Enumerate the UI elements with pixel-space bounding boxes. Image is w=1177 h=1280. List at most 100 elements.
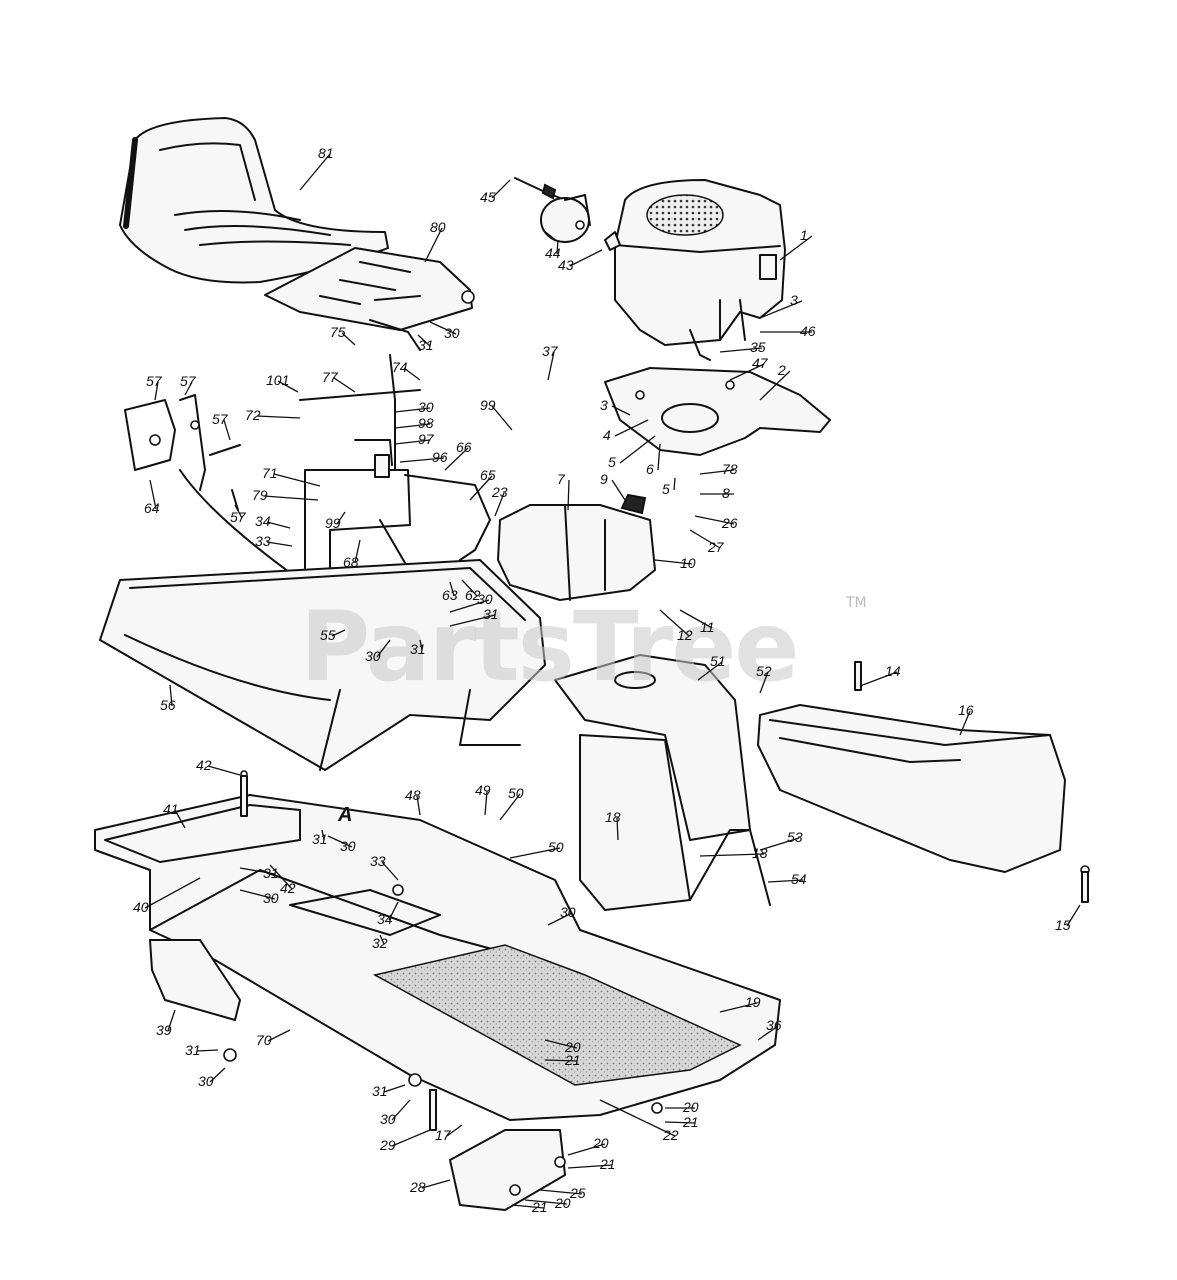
callout-64[interactable]: 64 (144, 479, 160, 516)
callout-21d[interactable]: 21 (511, 1199, 548, 1215)
callout-35[interactable]: 35 (719, 339, 766, 355)
frame-41-part[interactable] (94, 794, 781, 1121)
fuel-tank-part[interactable] (497, 493, 656, 601)
callout-26[interactable]: 26 (694, 515, 738, 531)
callout-27[interactable]: 27 (689, 529, 725, 555)
callout-37[interactable]: 37 (542, 343, 559, 381)
callout-46[interactable]: 46 (760, 323, 816, 339)
callout-45[interactable]: 45 (480, 179, 511, 205)
callout-31f[interactable]: 31 (185, 1042, 219, 1058)
callout-21a[interactable]: 21 (544, 1052, 581, 1068)
engine-part[interactable] (614, 179, 786, 361)
callout-77[interactable]: 77 (322, 369, 356, 393)
callout-31g[interactable]: 31 (372, 1083, 406, 1099)
callout-20d[interactable]: 20 (524, 1195, 571, 1211)
callout-98[interactable]: 98 (394, 415, 434, 431)
dash-tower-part[interactable] (554, 654, 771, 911)
callout-65[interactable]: 65 (469, 467, 496, 501)
callout-20b[interactable]: 20 (665, 1099, 699, 1115)
callout-2[interactable]: 2 (759, 362, 791, 401)
callout-A[interactable]: A (337, 804, 352, 826)
callout-29[interactable]: 29 (379, 1129, 431, 1153)
callout-66[interactable]: 66 (444, 439, 472, 471)
callout-14[interactable]: 14 (859, 663, 901, 687)
callout-62[interactable]: 62 (461, 579, 481, 603)
callout-5b[interactable]: 5 (662, 477, 676, 497)
callout-12[interactable]: 12 (659, 609, 693, 643)
callout-33a[interactable]: 33 (255, 533, 293, 549)
callout-55[interactable]: 55 (320, 627, 346, 643)
callout-30h[interactable]: 30 (198, 1067, 226, 1089)
callout-30c[interactable]: 30 (449, 591, 493, 613)
callout-44[interactable]: 44 (545, 239, 561, 261)
callout-78[interactable]: 78 (699, 461, 738, 477)
callout-7[interactable]: 7 (557, 471, 570, 511)
callout-1[interactable]: 1 (779, 227, 813, 261)
callout-31c[interactable]: 31 (410, 639, 426, 657)
callout-71[interactable]: 71 (262, 465, 321, 487)
callout-41[interactable]: 41 (163, 801, 186, 829)
seat-part[interactable] (119, 117, 389, 284)
callout-19[interactable]: 19 (719, 994, 761, 1013)
callout-81[interactable]: 81 (299, 145, 334, 191)
callout-56[interactable]: 56 (160, 684, 176, 713)
callout-31e[interactable]: 31 (239, 865, 279, 881)
fasteners-group[interactable] (223, 661, 1090, 1196)
callout-31b[interactable]: 31 (449, 606, 499, 627)
callout-30a[interactable]: 30 (429, 321, 460, 341)
callout-63[interactable]: 63 (442, 581, 458, 603)
callout-22[interactable]: 22 (599, 1099, 679, 1143)
callout-20a[interactable]: 20 (544, 1039, 581, 1055)
callout-57b[interactable]: 57 (180, 373, 197, 396)
callout-49[interactable]: 49 (475, 782, 491, 816)
callout-51[interactable]: 51 (697, 653, 726, 681)
callout-72[interactable]: 72 (245, 407, 301, 423)
callout-68[interactable]: 68 (343, 539, 361, 570)
callout-30d[interactable]: 30 (365, 639, 391, 664)
callout-30e[interactable]: 30 (327, 835, 356, 854)
callout-15[interactable]: 15 (1055, 904, 1081, 933)
starter-motor-part[interactable] (540, 194, 591, 243)
callout-39[interactable]: 39 (156, 1009, 176, 1038)
callout-11[interactable]: 11 (679, 609, 715, 635)
callout-8[interactable]: 8 (700, 485, 734, 501)
callout-18b[interactable]: 18 (699, 845, 768, 861)
fender-56-part[interactable] (99, 559, 546, 771)
callout-57d[interactable]: 57 (230, 504, 247, 525)
callout-17[interactable]: 17 (435, 1124, 463, 1143)
callout-50a[interactable]: 50 (499, 785, 524, 821)
bracket-43-part[interactable] (604, 231, 621, 251)
callout-31d[interactable]: 31 (312, 829, 328, 847)
callout-79[interactable]: 79 (252, 487, 319, 503)
callout-96[interactable]: 96 (399, 449, 448, 465)
callout-25[interactable]: 25 (539, 1185, 586, 1201)
callout-3b[interactable]: 3 (600, 397, 631, 416)
callout-48[interactable]: 48 (405, 787, 421, 816)
callout-75[interactable]: 75 (330, 324, 356, 346)
callout-32[interactable]: 32 (372, 934, 388, 951)
callout-3a[interactable]: 3 (759, 292, 803, 319)
callout-74[interactable]: 74 (392, 359, 421, 381)
callout-42a[interactable]: 42 (196, 757, 241, 776)
callout-9[interactable]: 9 (600, 471, 626, 501)
callout-30g[interactable]: 30 (547, 904, 576, 926)
callout-40[interactable]: 40 (133, 877, 201, 915)
callout-34a[interactable]: 34 (255, 513, 291, 529)
callout-5a[interactable]: 5 (608, 435, 656, 470)
callout-47[interactable]: 47 (729, 355, 769, 381)
callout-30f[interactable]: 30 (239, 889, 279, 906)
callout-80[interactable]: 80 (424, 219, 446, 263)
callout-21b[interactable]: 21 (664, 1114, 699, 1130)
callout-54[interactable]: 54 (767, 871, 807, 887)
callout-50b[interactable]: 50 (509, 839, 564, 859)
callout-53[interactable]: 53 (759, 829, 803, 851)
starter-bolt-part[interactable] (514, 177, 561, 200)
rear-bracket-39-part[interactable] (149, 939, 241, 1021)
callout-101[interactable]: 101 (266, 372, 299, 393)
callout-33b[interactable]: 33 (370, 853, 399, 881)
callout-34b[interactable]: 34 (377, 901, 399, 927)
callout-23[interactable]: 23 (491, 484, 508, 517)
callout-70[interactable]: 70 (256, 1029, 291, 1048)
callout-6[interactable]: 6 (646, 443, 661, 477)
hitch-28-part[interactable] (449, 1129, 566, 1211)
